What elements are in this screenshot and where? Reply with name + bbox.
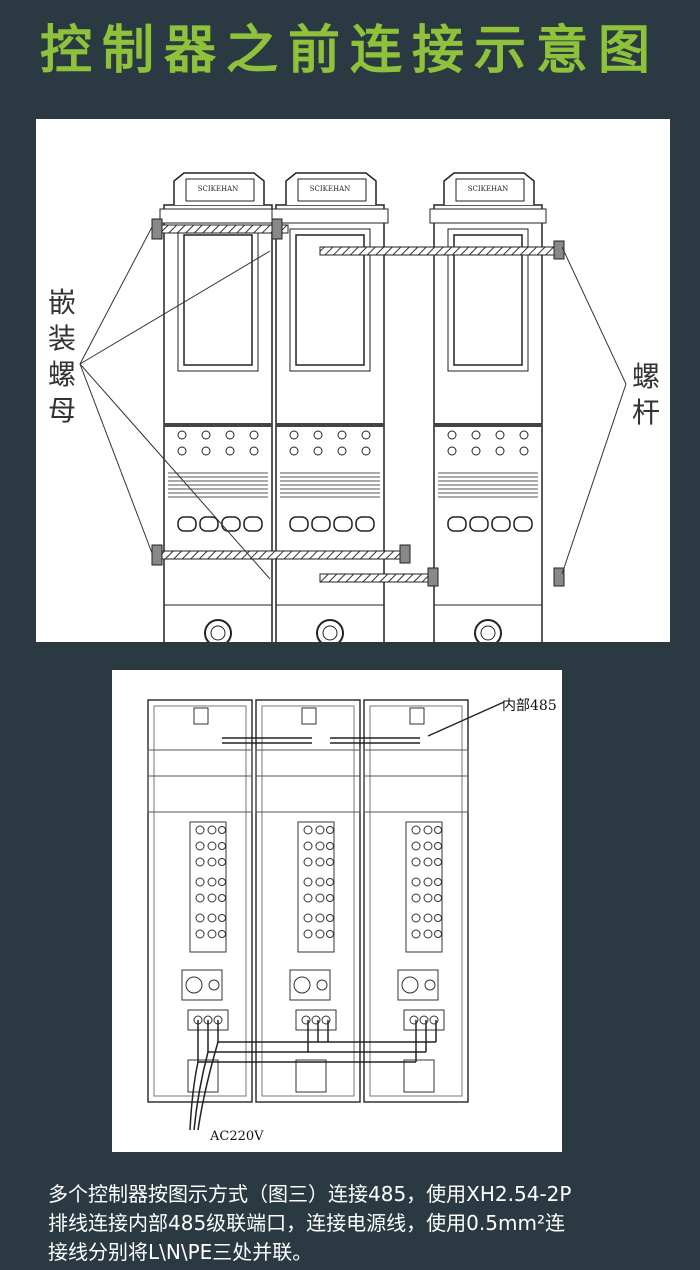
svg-text:SCIKEHAN: SCIKEHAN (198, 185, 239, 193)
internal-485-label: 内部485 (502, 698, 557, 714)
page-title: 控制器之前连接示意图 (39, 21, 660, 81)
caption-line-3: 接线分别将L\N\PE三处并联。 (48, 1240, 313, 1264)
brand-logo: SCIKEHAN SCIKEHAN SCIKEHAN (198, 185, 509, 193)
wiring-diagram: 内部485 AC220V (112, 670, 562, 1152)
caption-line-1: 多个控制器按图示方式（图三）连接485，使用XH2.54-2P (48, 1182, 572, 1206)
svg-text:SCIKEHAN: SCIKEHAN (468, 185, 509, 193)
caption: 多个控制器按图示方式（图三）连接485，使用XH2.54-2P 排线连接内部48… (48, 1180, 688, 1267)
mounting-diagram: SCIKEHAN SCIKEHAN SCIKEHAN 嵌装螺母 螺杆 (36, 119, 670, 672)
screw-rod-label: 螺杆 (631, 360, 660, 429)
ac220v-label: AC220V (209, 1129, 264, 1144)
mounting-diagram-drawing: SCIKEHAN SCIKEHAN SCIKEHAN (79, 172, 627, 672)
embedded-nut-label: 嵌装螺母 (47, 286, 76, 427)
wiring-diagram-drawing: 内部485 AC220V (147, 698, 557, 1144)
svg-text:SCIKEHAN: SCIKEHAN (310, 185, 351, 193)
caption-line-2: 排线连接内部485级联端口，连接电源线，使用0.5mm²连 (48, 1211, 565, 1235)
